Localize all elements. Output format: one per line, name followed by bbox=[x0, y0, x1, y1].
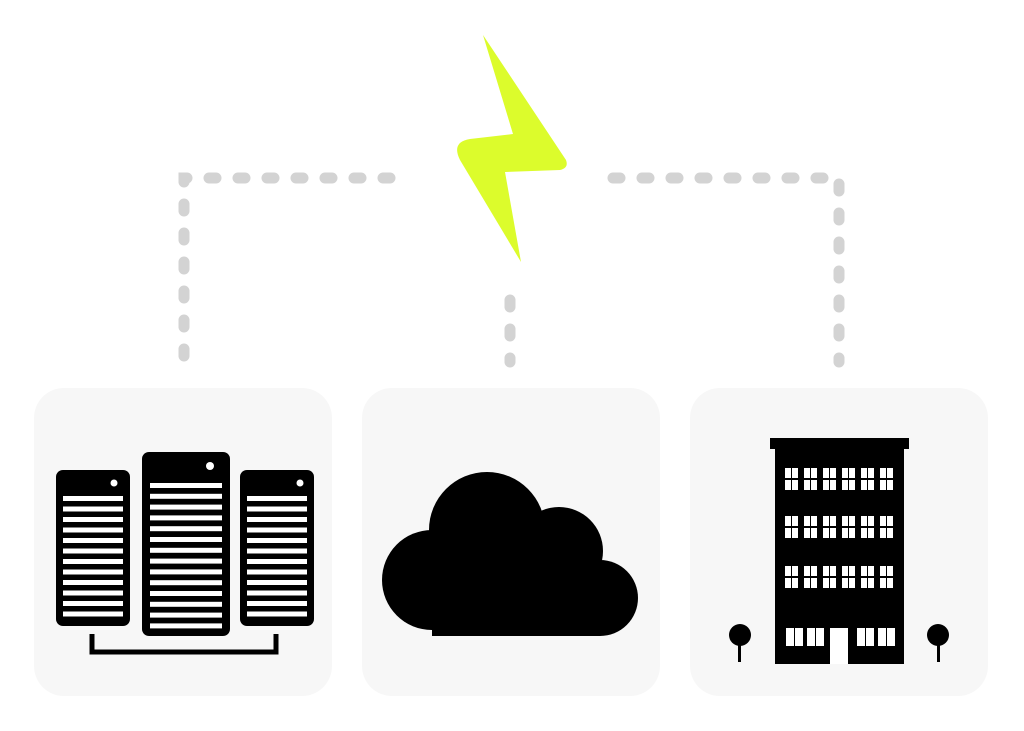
server-card[interactable] bbox=[34, 388, 332, 696]
cloud-icon bbox=[362, 388, 660, 696]
lightning-bolt-icon bbox=[457, 35, 567, 262]
building-card[interactable] bbox=[690, 388, 988, 696]
connector-left bbox=[178, 172, 396, 368]
office-building-icon bbox=[690, 388, 988, 696]
server-rack-icon bbox=[34, 388, 332, 696]
connector-right bbox=[607, 172, 845, 368]
dashed-connectors bbox=[178, 172, 845, 368]
cloud-card[interactable] bbox=[362, 388, 660, 696]
